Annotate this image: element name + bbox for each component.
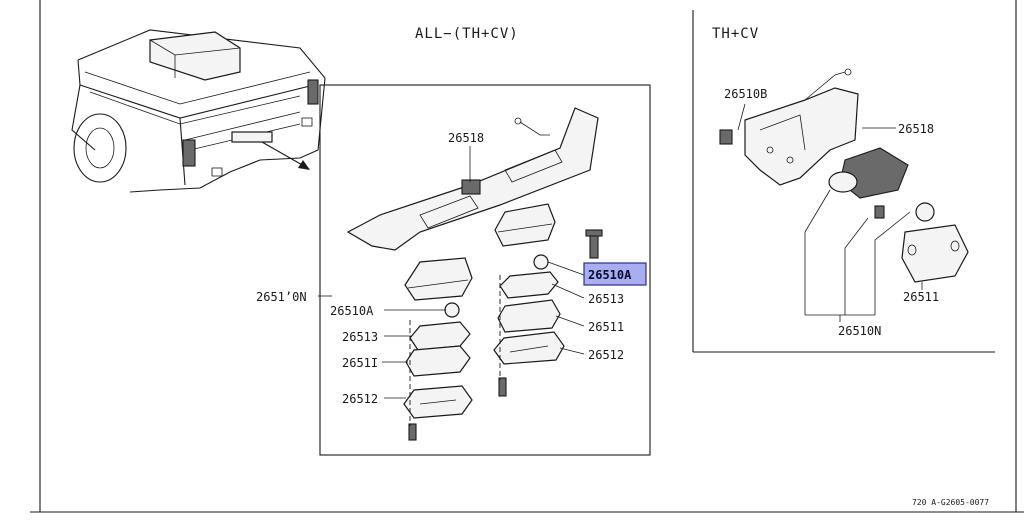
label-26510n-thcv: 26510N	[838, 324, 881, 338]
gasket-right	[493, 331, 565, 365]
label-26511-left: 2651I	[342, 356, 378, 370]
label-26510a-highlighted[interactable]: 26510A	[588, 268, 632, 282]
label-26511-thcv: 26511	[903, 290, 939, 304]
label-26510a-left: 26510A	[330, 304, 374, 318]
leader-lines-thcv	[737, 103, 923, 322]
thcv-lamp-body	[828, 147, 909, 199]
direction-arrow	[261, 141, 310, 170]
thcv-lens	[901, 224, 969, 283]
packing-left	[409, 321, 471, 351]
gasket-left	[403, 385, 473, 419]
license-lamp-bracket	[346, 107, 599, 251]
lamp-housing-left	[404, 257, 473, 301]
diagram-frame	[30, 0, 1024, 513]
label-26512-right: 26512	[588, 348, 624, 362]
drawing-code: 720 A-G2605-0077	[912, 498, 989, 507]
label-26510b-thcv: 26510B	[724, 87, 767, 101]
label-26512-left: 26512	[342, 392, 378, 406]
thcv-socket-b	[719, 129, 733, 145]
header-all-minus-th-cv: ALL−(TH+CV)	[415, 26, 519, 42]
lens-right	[497, 299, 561, 333]
th-cv-box	[692, 10, 995, 353]
lens-left	[405, 345, 471, 377]
packing-right	[499, 271, 559, 299]
label-26513-left: 26513	[342, 330, 378, 344]
bulb-left	[444, 302, 460, 318]
label-26518-thcv: 26518	[898, 122, 934, 136]
thcv-screw	[874, 205, 885, 219]
highlight-box	[583, 262, 647, 286]
lamp-housing-right	[494, 203, 556, 247]
screw-top-right	[585, 229, 603, 259]
label-26518-main: 26518	[448, 131, 484, 145]
label-26511-right: 26511	[588, 320, 624, 334]
header-th-cv: TH+CV	[712, 26, 759, 42]
thcv-bulb	[915, 202, 935, 222]
bulb-right	[533, 254, 549, 270]
label-26513-right: 26513	[588, 292, 624, 306]
screw-bottom-right	[498, 377, 507, 397]
thcv-bracket	[744, 68, 859, 186]
assembly-box	[319, 84, 651, 456]
screw-bottom-left	[408, 423, 417, 441]
label-26510n-main: 2651’0N	[256, 290, 307, 304]
leader-lines-main	[318, 146, 585, 399]
truck-illustration	[71, 29, 326, 193]
